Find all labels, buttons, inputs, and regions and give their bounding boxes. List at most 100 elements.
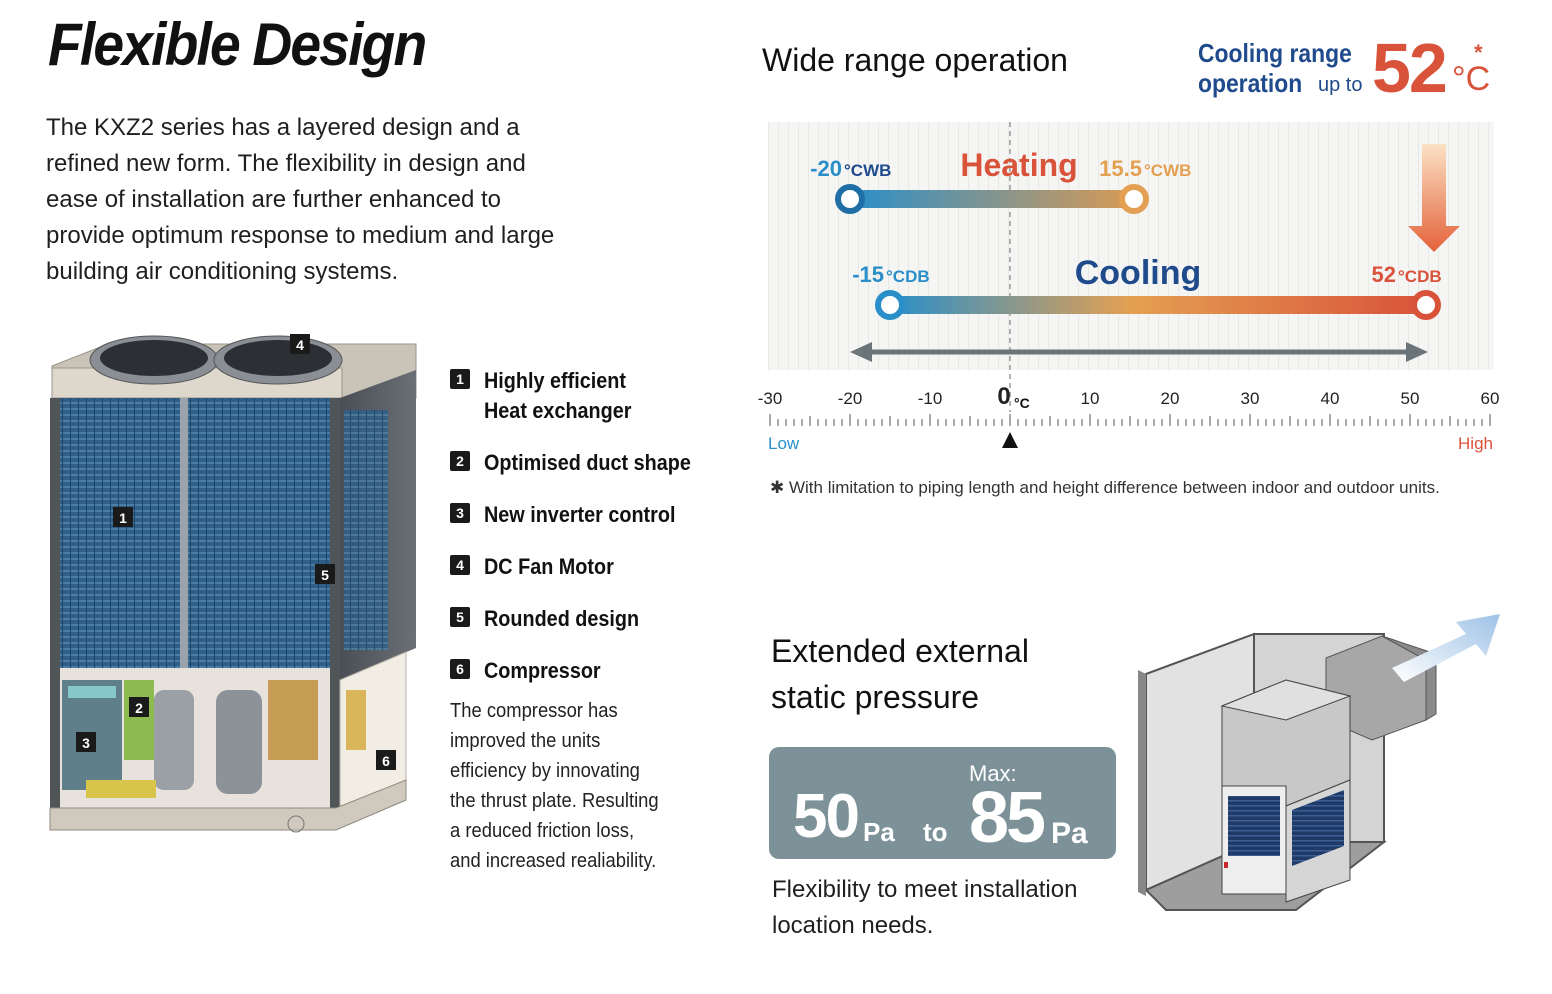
page-title: Flexible Design [48, 11, 427, 78]
zero-unit: °C [1014, 395, 1030, 411]
feature-item: 4 DC Fan Motor [450, 552, 710, 582]
callout-4: 4 [296, 337, 304, 353]
feature-label: New inverter control [484, 502, 676, 527]
desc-line: The compressor has [450, 700, 618, 722]
axis-tick-label: 10 [1081, 389, 1100, 408]
up-to-label: up to [1318, 74, 1363, 96]
desc-line: and increased realiability. [450, 850, 657, 872]
airflow-arrow-icon [1392, 614, 1500, 682]
cooling-max-label: 52 [1372, 262, 1396, 287]
min-pressure-unit: Pa [863, 817, 895, 847]
desc-line: the thrust plate. Resulting [450, 790, 659, 812]
min-pressure-value: 50 [793, 782, 860, 851]
esp-description: Flexibility to meet installation locatio… [772, 872, 1077, 944]
axis-tick-label: 40 [1321, 389, 1340, 408]
intro-line: ease of installation are further enhance… [46, 186, 501, 213]
max-temperature-value: 52 [1372, 29, 1448, 107]
desc-line: improved the units [450, 730, 601, 752]
max-temperature-unit: °C [1452, 60, 1491, 98]
esp-title-line: Extended external [771, 633, 1029, 669]
max-pressure-value: 85 [969, 778, 1046, 858]
feature-list: 1 Highly efficient Heat exchanger 2 Opti… [450, 366, 710, 876]
heating-min-unit: °CWB [844, 161, 891, 180]
max-pressure-unit: Pa [1051, 817, 1088, 850]
number-badge: 1 [450, 369, 470, 389]
axis-tick-label: -30 [758, 389, 783, 408]
asterisk-mark: * [1474, 40, 1483, 65]
operating-range-chart: Heating -20 °CWB 15.5 °CWB Cooling -15 °… [758, 122, 1499, 453]
number-badge: 2 [450, 451, 470, 471]
esp-title-line: static pressure [771, 679, 980, 715]
number-badge: 5 [450, 607, 470, 627]
intro-line: building air conditioning systems. [46, 258, 399, 285]
intro-line: refined new form. The flexibility in des… [46, 150, 526, 177]
high-label: High [1458, 434, 1493, 453]
to-label: to [923, 817, 948, 847]
axis-tick-labels: -30 -20 -10 0 10 20 30 40 50 60 [758, 383, 1500, 410]
zero-pointer-icon [1002, 432, 1018, 448]
cooling-label: Cooling [1075, 254, 1202, 292]
feature-label-line: Highly efficient [484, 368, 626, 393]
cooling-range-line: Cooling range [1198, 38, 1352, 68]
axis-tick-label: 20 [1161, 389, 1180, 408]
heating-min-marker [835, 184, 865, 214]
arrow-left-icon [850, 342, 872, 362]
axis-tick-label: 30 [1241, 389, 1260, 408]
axis-tick-label: -20 [838, 389, 863, 408]
heating-min-label: -20 [810, 156, 842, 181]
axis-tick-label: 60 [1481, 389, 1500, 408]
heating-max-marker [1119, 184, 1149, 214]
intro-paragraph: The KXZ2 series has a layered design and… [46, 110, 646, 290]
feature-label: Highly efficient Heat exchanger [484, 366, 631, 426]
callout-5: 5 [321, 567, 329, 583]
cooling-max-unit: °CDB [1398, 267, 1442, 286]
heating-range-bar [850, 190, 1134, 208]
esp-desc-line: Flexibility to meet installation [772, 876, 1078, 903]
cooling-min-unit: °CDB [886, 267, 930, 286]
footnote: ✱ With limitation to piping length and h… [770, 478, 1440, 497]
desc-line: efficiency by innovating [450, 760, 640, 782]
desc-line: a reduced friction loss, [450, 820, 635, 842]
pressure-range-box: Max: 50 Pa to 85 Pa [769, 747, 1116, 859]
max-arrow-icon [1408, 144, 1460, 252]
cooling-range-label: Cooling range operation [1198, 38, 1352, 98]
feature-item: 3 New inverter control [450, 500, 710, 530]
heating-max-unit: °CWB [1144, 161, 1191, 180]
esp-title: Extended external static pressure [771, 628, 1029, 720]
chart-background [768, 122, 1494, 370]
feature-item: 6 Compressor [450, 656, 710, 686]
callout-2: 2 [135, 700, 143, 716]
intro-line: provide optimum response to medium and l… [46, 222, 555, 249]
low-label: Low [768, 434, 800, 453]
heating-max-label: 15.5 [1099, 156, 1142, 181]
axis-tick-label: 0 [997, 383, 1010, 410]
cooling-max-marker [1411, 290, 1441, 320]
feature-item: 2 Optimised duct shape [450, 448, 710, 478]
intro-line: The KXZ2 series has a layered design and… [46, 114, 520, 141]
axis-tick-marks [769, 414, 1491, 426]
number-badge: 6 [450, 659, 470, 679]
max-label: Max: [969, 761, 1017, 786]
callout-1: 1 [119, 510, 127, 526]
arrow-right-icon [1406, 342, 1428, 362]
cooling-range-line: operation [1198, 68, 1303, 98]
cooling-min-marker [875, 290, 905, 320]
feature-item: 1 Highly efficient Heat exchanger [450, 366, 710, 426]
axis-tick-label: 50 [1401, 389, 1420, 408]
number-badge: 4 [450, 555, 470, 575]
callout-6: 6 [382, 753, 390, 769]
feature-label: Compressor [484, 658, 601, 683]
heating-label: Heating [960, 147, 1077, 183]
feature-label-line: Heat exchanger [484, 398, 632, 423]
callout-3: 3 [82, 735, 90, 751]
compressor-description: The compressor has improved the units ef… [450, 696, 689, 876]
cooling-range-bar [890, 296, 1426, 314]
range-title: Wide range operation [762, 42, 1068, 78]
cooling-min-label: -15 [852, 262, 884, 287]
number-badge: 3 [450, 503, 470, 523]
feature-item: 5 Rounded design [450, 604, 710, 634]
feature-label: Optimised duct shape [484, 450, 691, 475]
axis-tick-label: -10 [918, 389, 943, 408]
installation-room-illustration [1138, 614, 1500, 911]
feature-label: DC Fan Motor [484, 554, 614, 579]
